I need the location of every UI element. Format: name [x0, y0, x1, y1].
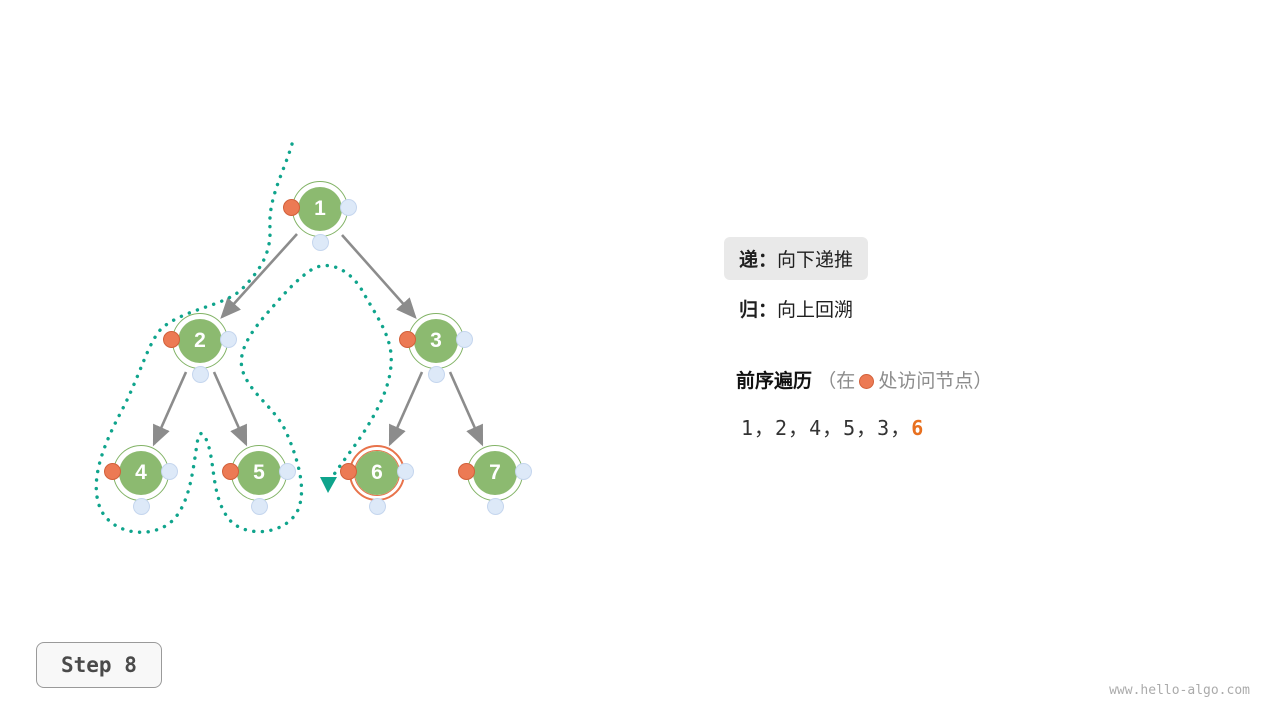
- current-position-marker: [320, 477, 337, 493]
- postorder-dot: [340, 199, 357, 216]
- node-value: 5: [253, 461, 265, 484]
- legend-recurse-text: 向下递推: [777, 250, 854, 271]
- postorder-dot: [456, 331, 473, 348]
- postorder-dot: [515, 463, 532, 480]
- inorder-dot: [312, 234, 329, 251]
- node-circle: 2: [178, 319, 222, 363]
- node-value: 3: [430, 329, 442, 352]
- node-value: 6: [371, 461, 383, 484]
- traversal-note: 前序遍历 （在 处访问节点）: [736, 366, 992, 393]
- traversal-note-prefix: （在: [817, 371, 856, 392]
- edge-2-5: [212, 371, 248, 447]
- edge-1-2: [220, 233, 298, 319]
- edge-1-3: [341, 234, 417, 319]
- inorder-dot: [487, 498, 504, 515]
- step-badge: Step 8: [36, 642, 162, 688]
- node-circle: 4: [119, 451, 163, 495]
- traversal-title: 前序遍历: [736, 371, 813, 392]
- postorder-dot: [279, 463, 296, 480]
- postorder-dot: [161, 463, 178, 480]
- postorder-dot: [220, 331, 237, 348]
- legend-return-text: 向上回溯: [777, 300, 854, 321]
- preorder-dot: [399, 331, 416, 348]
- traversal-path: [94, 142, 393, 534]
- inorder-dot: [251, 498, 268, 515]
- legend-recurse-label: 递：: [739, 250, 778, 271]
- inorder-dot: [369, 498, 386, 515]
- node-circle: 3: [414, 319, 458, 363]
- sequence-visited: 1，2，4，5，3，: [741, 416, 912, 440]
- traversal-note-suffix: 处访问节点）: [878, 371, 993, 392]
- preorder-dot: [340, 463, 357, 480]
- preorder-dot: [458, 463, 475, 480]
- visit-marker-icon: [859, 374, 875, 389]
- inorder-dot: [133, 498, 150, 515]
- tree-edges: [152, 233, 484, 447]
- node-value: 2: [194, 329, 206, 352]
- edge-3-6: [388, 371, 424, 447]
- legend-return: 归：向上回溯: [739, 295, 853, 322]
- edge-2-4: [152, 371, 188, 447]
- inorder-dot: [428, 366, 445, 383]
- preorder-dot: [283, 199, 300, 216]
- preorder-dot: [104, 463, 121, 480]
- node-value: 7: [489, 461, 501, 484]
- node-value: 1: [314, 197, 326, 220]
- preorder-dot: [222, 463, 239, 480]
- preorder-dot: [163, 331, 180, 348]
- node-value: 4: [135, 461, 147, 484]
- node-circle: 1: [298, 187, 342, 231]
- postorder-dot: [397, 463, 414, 480]
- node-circle: 6: [355, 451, 399, 495]
- inorder-dot: [192, 366, 209, 383]
- node-circle: 7: [473, 451, 517, 495]
- traversal-sequence: 1，2，4，5，3，6: [741, 412, 924, 441]
- node-circle: 5: [237, 451, 281, 495]
- sequence-current: 6: [911, 416, 925, 440]
- edge-3-7: [448, 371, 484, 447]
- legend-recurse: 递：向下递推: [724, 237, 869, 280]
- legend-return-label: 归：: [739, 300, 778, 321]
- watermark: www.hello-algo.com: [1109, 683, 1250, 698]
